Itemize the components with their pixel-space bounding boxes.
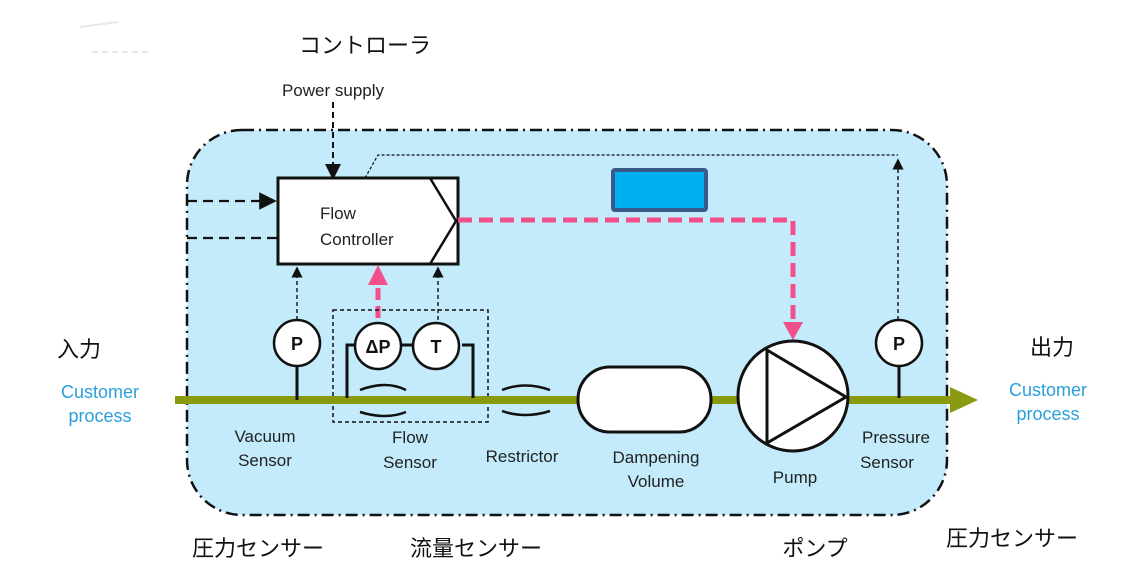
controller-title-jp: コントローラ [299, 34, 431, 59]
dp-signal-arrowhead [368, 265, 388, 285]
outlet-customer-line1: Customer [1009, 380, 1087, 400]
pump [736, 339, 850, 453]
flow-sensor-label-line2: Sensor [383, 453, 437, 472]
flow-sensor-boundary [332, 309, 489, 423]
vacuum-sensor: P [272, 318, 322, 400]
power-supply-label: Power supply [282, 81, 385, 100]
vacuum-sensor-label-line1: Vacuum [234, 427, 295, 446]
outlet-customer-line2: process [1016, 404, 1079, 424]
restrictor-label: Restrictor [486, 447, 559, 466]
flow-sensor-jp-label: 流量センサー [410, 537, 542, 562]
pressure-sensor-jp-label: 圧力センサー [946, 527, 1078, 552]
dampening-volume-label-line2: Volume [628, 472, 685, 491]
dampening-volume-label-line1: Dampening [613, 448, 700, 467]
flow-sensor: ΔP T [345, 321, 475, 418]
restrictor [501, 384, 551, 417]
flow-sensor-dp-symbol: ΔP [366, 337, 391, 357]
inlet-customer-line1: Customer [61, 382, 139, 402]
blank-label-box [611, 168, 708, 212]
pump-control-arrowhead [783, 322, 803, 340]
pressure-sensor-label-line2: Sensor [860, 453, 914, 472]
vacuum-sensor-label-line2: Sensor [238, 451, 292, 470]
pump-jp-label: ポンプ [782, 537, 847, 562]
flow-controller-block: Flow Controller [276, 176, 460, 266]
outlet-label-jp: 出力 [1030, 336, 1074, 361]
inlet-label-jp: 入力 [57, 338, 101, 363]
flow-sensor-label-line1: Flow [392, 428, 429, 447]
pump-control-signal [458, 217, 796, 330]
pump-label: Pump [773, 468, 817, 487]
pressure-sensor: P [874, 318, 924, 398]
artifact-mark [79, 21, 119, 28]
flow-controller-label-line1: Flow [320, 204, 357, 223]
dampening-volume [576, 365, 713, 434]
pressure-sensor-symbol: P [893, 334, 905, 354]
vacuum-sensor-jp-label: 圧力センサー [192, 537, 324, 562]
flow-controller-label-line2: Controller [320, 230, 394, 249]
process-flow-arrowhead [950, 387, 978, 413]
pressure-feedback-line [364, 154, 898, 179]
inlet-customer-line2: process [68, 406, 131, 426]
vacuum-sensor-symbol: P [291, 334, 303, 354]
flow-sensor-t-symbol: T [431, 337, 442, 357]
pressure-sensor-label-line1: Pressure [862, 428, 930, 447]
